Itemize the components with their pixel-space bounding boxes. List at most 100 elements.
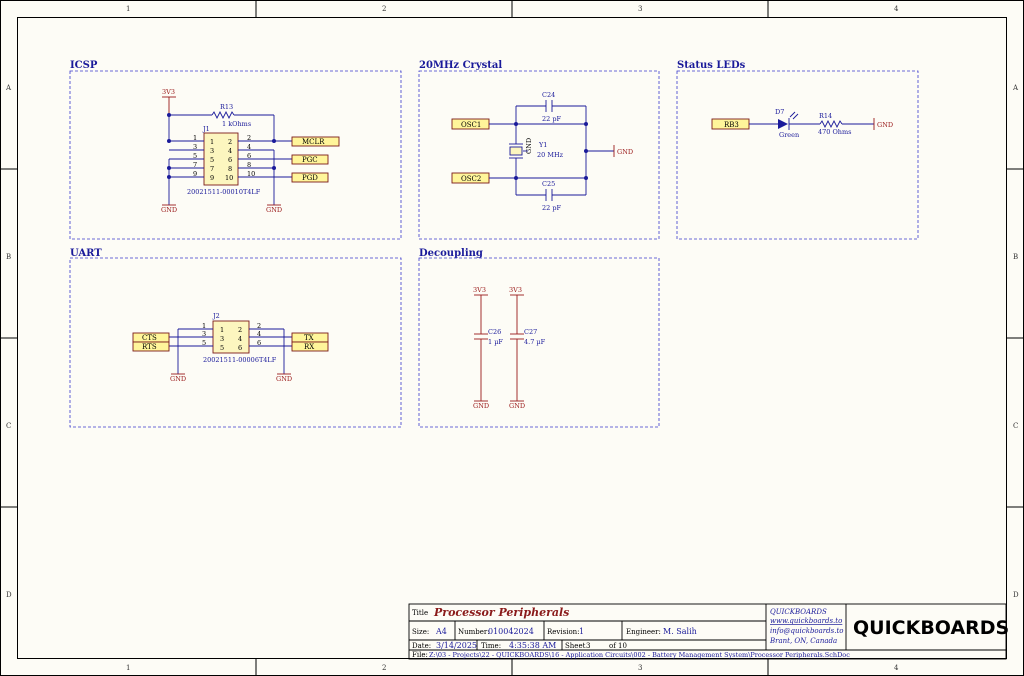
- d7-ref: D7: [775, 108, 784, 116]
- j1-inner-1: 1: [210, 138, 214, 146]
- j1-inner-8: 8: [228, 165, 232, 173]
- r14-ref: R14: [819, 112, 832, 120]
- net-rx-label: RX: [304, 343, 314, 351]
- zone-row-a-right: A: [1012, 84, 1019, 92]
- uart-title: UART: [70, 248, 102, 259]
- j1-inner-9: 9: [210, 174, 214, 182]
- net-osc1-label: OSC1: [461, 121, 481, 129]
- r13-value: 1 kOhms: [222, 120, 251, 128]
- j1-inner-4: 4: [228, 147, 232, 155]
- revision-value: 1: [579, 627, 584, 636]
- j2-part-number: 20021511-00006T4LF: [203, 356, 277, 364]
- zone-row-d-right: D: [1013, 591, 1019, 599]
- icsp-section[interactable]: ICSP 3V3 R13 1 kOhms J1 1 3 5 7 9 1 3: [69, 60, 402, 240]
- of-value: 10: [618, 642, 627, 650]
- j1-inner-10: 10: [225, 174, 233, 182]
- size-label: Size:: [412, 628, 429, 636]
- zone-row-d-left: D: [6, 591, 12, 599]
- zone-col-1-bottom: 1: [126, 664, 130, 672]
- j2-inner-3: 3: [220, 335, 224, 343]
- net-mclr[interactable]: [291, 136, 340, 147]
- net-pgd[interactable]: [291, 172, 329, 183]
- crystal-title: 20MHz Crystal: [419, 60, 502, 71]
- uart-gnd-right: GND: [276, 375, 292, 383]
- icsp-gnd-right: GND: [266, 206, 282, 214]
- y1-crystal-symbol[interactable]: [509, 143, 528, 159]
- decoupling-power-1: 3V3: [473, 286, 486, 294]
- decoupling-frame: [418, 257, 660, 428]
- icsp-power-label: 3V3: [162, 88, 175, 96]
- date-label: Date:: [412, 642, 431, 650]
- j1-pin-1: 1: [193, 134, 197, 142]
- net-osc2-label: OSC2: [461, 175, 481, 183]
- c26-value: 1 µF: [488, 338, 503, 346]
- j1-inner-5: 5: [210, 156, 214, 164]
- j1-pin-4: 4: [247, 143, 251, 151]
- j1-pin-6: 6: [247, 152, 251, 160]
- j2-inner-6: 6: [238, 344, 242, 352]
- j1-part-number: 20021511-00010T4LF: [187, 188, 261, 196]
- net-mclr-label: MCLR: [302, 138, 325, 146]
- j1-pin-3: 3: [193, 143, 197, 151]
- company-email[interactable]: info@quickboards.to: [770, 627, 843, 635]
- status-leds-frame: [676, 70, 919, 240]
- j1-inner-2: 2: [228, 138, 232, 146]
- net-rb3-label: RB3: [724, 121, 739, 129]
- r14-resistor-symbol[interactable]: [819, 119, 843, 129]
- decoupling-section[interactable]: Decoupling 3V3 C26 1 µF GND 3V3 C27 4.7 …: [418, 248, 660, 428]
- j2-inner-2: 2: [238, 326, 242, 334]
- j2-connector-body[interactable]: [212, 320, 250, 354]
- company-website[interactable]: www.quickboards.to: [770, 617, 842, 625]
- j2-pin-4: 4: [257, 330, 261, 338]
- j1-inner-6: 6: [228, 156, 232, 164]
- j1-pin-8: 8: [247, 161, 251, 169]
- status-leds-section[interactable]: Status LEDs RB3 D7 Green R14 470 Ohms GN…: [676, 60, 919, 240]
- y1-value: 20 MHz: [537, 151, 564, 159]
- quickboards-logo: QUICKBOARDS: [853, 617, 1009, 639]
- c24-ref: C24: [542, 91, 555, 99]
- size-value: A4: [435, 627, 447, 636]
- r14-value: 470 Ohms: [818, 128, 852, 136]
- decoupling-gnd-2: GND: [509, 402, 525, 410]
- c27-ref: C27: [524, 328, 537, 336]
- zone-col-2-top: 2: [382, 5, 386, 13]
- zone-col-4-bottom: 4: [894, 664, 899, 672]
- icsp-frame: [69, 70, 402, 240]
- net-rts[interactable]: [132, 341, 170, 352]
- y1-ref: Y1: [538, 141, 547, 149]
- zone-row-c-left: C: [6, 422, 11, 430]
- engineer-value: M. Salih: [663, 627, 697, 636]
- zone-row-c-right: C: [1013, 422, 1018, 430]
- zone-col-4-top: 4: [894, 5, 899, 13]
- engineer-label: Engineer:: [626, 628, 661, 636]
- zone-row-b-right: B: [1013, 253, 1018, 261]
- file-path: Z:\03 - Projects\22 - QUICKBOARDS\16 - A…: [429, 651, 850, 659]
- j1-pin-9: 9: [193, 170, 197, 178]
- time-value: 4:35:38 AM: [509, 641, 556, 650]
- j1-right-pins: [238, 140, 292, 205]
- j2-inner-5: 5: [220, 344, 224, 352]
- net-tx-label: TX: [304, 334, 314, 342]
- date-value: 3/14/2025: [436, 641, 477, 650]
- j1-inner-7: 7: [210, 165, 214, 173]
- revision-label: Revision:: [547, 628, 580, 636]
- r13-resistor-symbol[interactable]: [211, 110, 235, 120]
- icsp-gnd-left: GND: [161, 206, 177, 214]
- title-block: Title Processor Peripherals Size: A4 Num…: [408, 603, 1009, 660]
- company-location: Brant, ON, Canada: [769, 637, 837, 645]
- net-rts-label: RTS: [142, 343, 157, 351]
- j1-left-pins: [168, 140, 204, 205]
- status-leds-title: Status LEDs: [677, 60, 746, 71]
- uart-section[interactable]: UART J2 1 3 5 1 3 5 2 4 6 2 4 6 20021511…: [69, 248, 402, 428]
- company-name: QUICKBOARDS: [770, 608, 827, 616]
- c25-value: 22 pF: [542, 204, 561, 212]
- crystal-section[interactable]: 20MHz Crystal OSC1 OSC2 C24 22 pF C25 22…: [418, 60, 660, 240]
- net-pgc[interactable]: [291, 154, 329, 165]
- j2-pin-5: 5: [202, 339, 206, 347]
- j1-ref: J1: [202, 125, 210, 133]
- net-rx[interactable]: [291, 341, 329, 352]
- zone-row-b-left: B: [6, 253, 11, 261]
- j1-pin-10: 10: [247, 170, 255, 178]
